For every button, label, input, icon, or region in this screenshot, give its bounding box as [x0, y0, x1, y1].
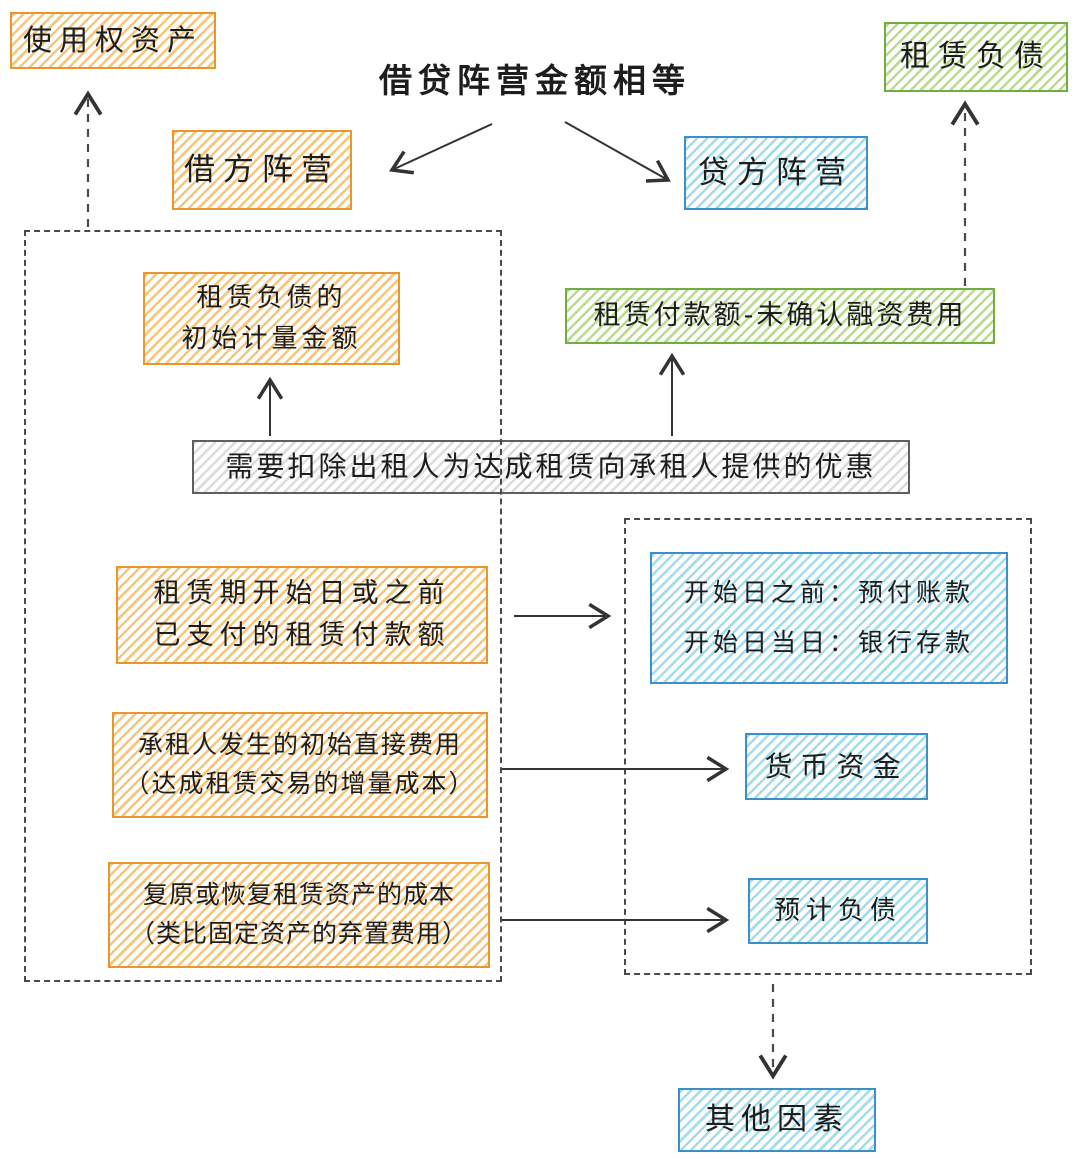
- node-credit-camp: 贷方阵营: [684, 136, 868, 210]
- node-payments-before-commencement: 租赁期开始日或之前 已支付的租赁付款额: [116, 566, 488, 664]
- node-label: 借方阵营: [184, 151, 340, 188]
- node-label: 贷方阵营: [698, 154, 854, 191]
- node-debit-camp: 借方阵营: [172, 130, 352, 210]
- node-label: 使用权资产: [22, 23, 203, 58]
- node-lessor-incentive-deduction-note: 需要扣除出租人为达成租赁向承租人提供的优惠: [192, 440, 910, 494]
- node-label: 需要扣除出租人为达成租赁向承租人提供的优惠: [225, 450, 877, 484]
- node-label-line2: 已支付的租赁付款额: [153, 620, 451, 651]
- arrow-title-to-credit-camp: [564, 121, 671, 183]
- diagram-title: 借贷阵营金额相等: [379, 61, 691, 100]
- node-label-line1: 承租人发生的初始直接费用: [137, 730, 462, 760]
- node-label: 货币资金: [764, 749, 909, 783]
- node-label-line2: （达成租赁交易的增量成本）: [124, 769, 476, 798]
- node-label-line2: （类比固定资产的弃置费用）: [129, 919, 468, 948]
- node-label-line2: 初始计量金额: [181, 323, 362, 354]
- node-other-factors: 其他因素: [678, 1088, 876, 1152]
- node-label-line1: 开始日之前：预付账款: [683, 578, 974, 607]
- node-initial-direct-costs: 承租人发生的初始直接费用 （达成租赁交易的增量成本）: [112, 712, 488, 818]
- node-label: 其他因素: [705, 1101, 849, 1137]
- node-restoration-costs: 复原或恢复租赁资产的成本 （类比固定资产的弃置费用）: [108, 862, 490, 968]
- node-lease-payments-minus-unrecognized-finance-charges: 租赁付款额-未确认融资费用: [565, 288, 995, 344]
- node-initial-measurement: 租赁负债的 初始计量金额: [143, 272, 400, 365]
- node-label-line1: 租赁期开始日或之前: [153, 578, 451, 610]
- node-label: 租赁负债: [900, 38, 1052, 74]
- arrow-title-to-debit-camp: [389, 123, 493, 175]
- node-right-of-use-asset: 使用权资产: [10, 12, 216, 69]
- node-lease-liability: 租赁负债: [884, 22, 1068, 92]
- node-label: 预计负债: [773, 895, 902, 926]
- node-label-line1: 租赁负债的: [196, 283, 347, 314]
- node-label-line2: 开始日当日：银行存款: [683, 628, 974, 657]
- node-monetary-funds: 货币资金: [745, 733, 928, 800]
- node-payment-accounts: 开始日之前：预付账款 开始日当日：银行存款: [650, 552, 1008, 684]
- node-label: 租赁付款额-未确认融资费用: [593, 300, 967, 332]
- node-estimated-liabilities: 预计负债: [748, 878, 928, 944]
- node-label-line1: 复原或恢复租赁资产的成本: [142, 880, 455, 910]
